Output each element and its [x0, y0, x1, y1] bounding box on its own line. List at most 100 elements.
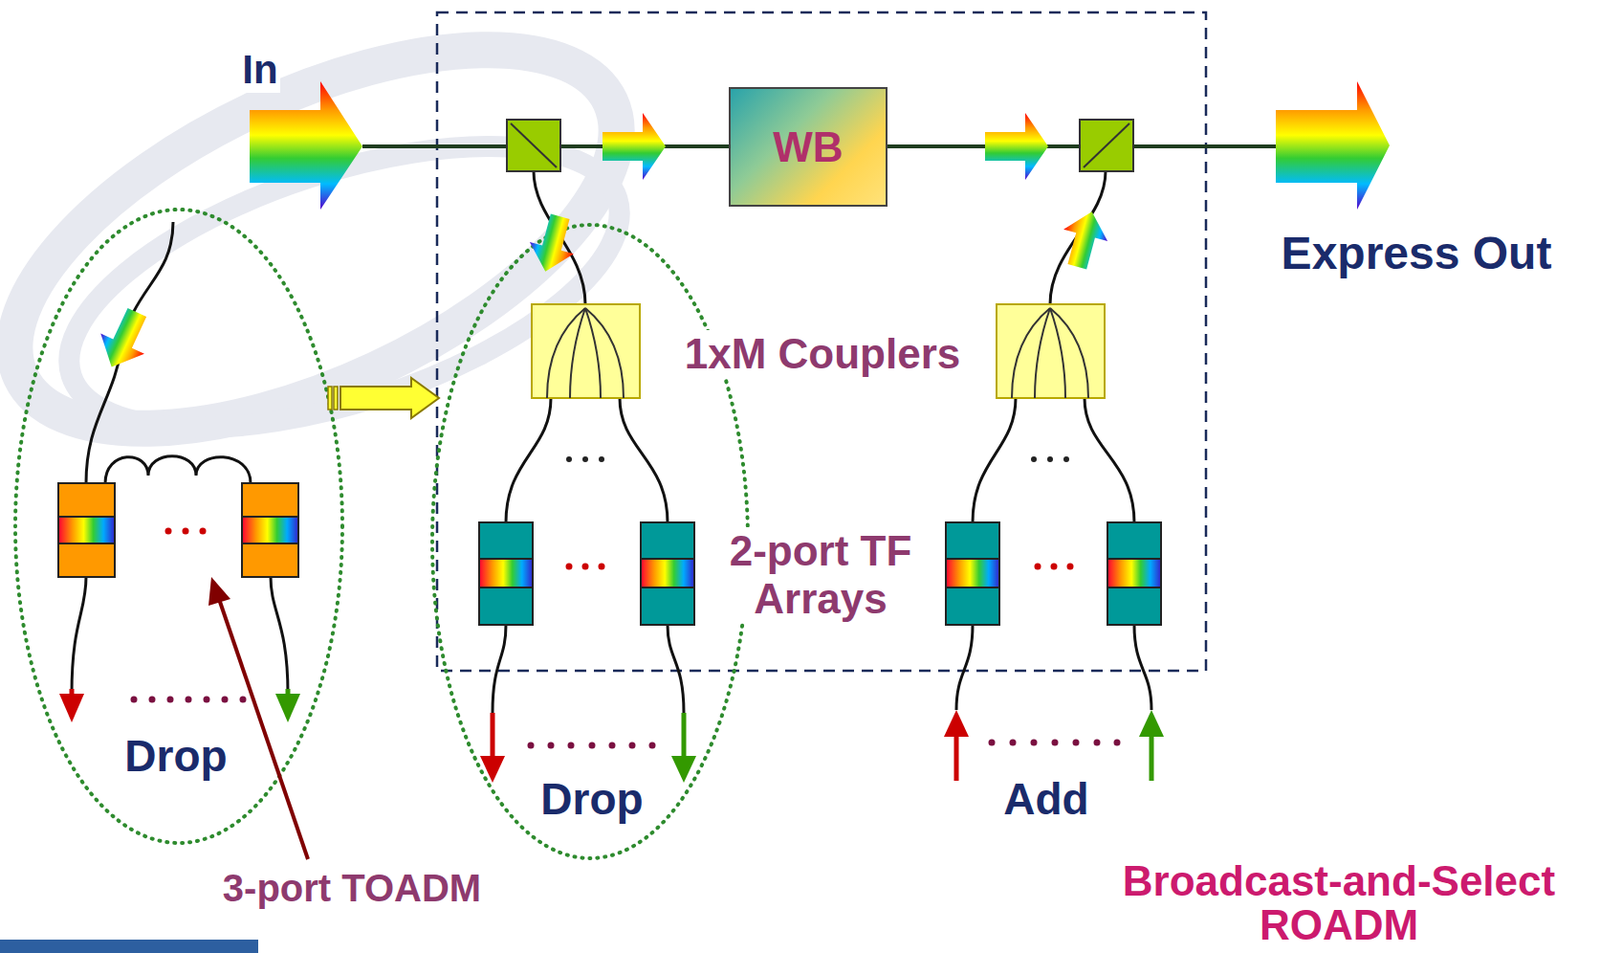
- dot: [149, 696, 156, 703]
- caption-label: Broadcast-and-Select ROADM: [1097, 858, 1580, 947]
- group-ellipse: [15, 209, 343, 843]
- dot: [1114, 739, 1121, 746]
- footer-bar: [0, 939, 259, 953]
- fiber: [71, 576, 87, 694]
- fiber: [505, 397, 551, 523]
- filter-band: [58, 516, 115, 544]
- fiber: [1134, 624, 1152, 710]
- coupler: [531, 304, 640, 398]
- dot: [203, 696, 211, 703]
- coupler: [996, 304, 1105, 398]
- dot: [1009, 739, 1017, 746]
- coupler-fan: [547, 307, 586, 398]
- arrowhead: [59, 693, 85, 723]
- dot: [589, 742, 596, 749]
- dot: [598, 563, 606, 570]
- splitter-mirror: [510, 123, 557, 168]
- dot: [629, 742, 636, 749]
- wdm-arrow: [523, 210, 582, 278]
- drop-arrow: [681, 712, 687, 758]
- coupler-fan: [569, 307, 586, 398]
- wdm-arrow: [1054, 205, 1114, 273]
- fiber: [972, 397, 1016, 523]
- port-label: Drop: [538, 773, 645, 825]
- coupler-box: [531, 304, 640, 398]
- wb-box: WB: [728, 87, 888, 207]
- arrowhead: [943, 709, 969, 737]
- pointer-arrow-tail: [333, 386, 338, 410]
- roadm-boundary: [437, 12, 1206, 671]
- coupler-fan: [1034, 307, 1051, 398]
- fiber-loop: [105, 456, 251, 483]
- dot: [598, 456, 605, 462]
- group-ellipse: [432, 224, 748, 858]
- filter: [479, 522, 533, 625]
- filter: [945, 522, 1000, 625]
- dot: [582, 456, 589, 462]
- wdm-arrow: [249, 81, 363, 210]
- wdm-arrow: [89, 302, 159, 377]
- dot: [199, 527, 207, 535]
- ellipsis-dots: [566, 456, 1070, 462]
- dot: [1067, 563, 1074, 570]
- add-arrow: [954, 734, 960, 781]
- dot: [568, 742, 575, 749]
- coupler-fan: [585, 307, 624, 398]
- fiber: [492, 624, 506, 713]
- ellipsis-dots: [131, 696, 1121, 749]
- pointer-arrow-tail: [328, 386, 332, 410]
- leader-line: [219, 598, 308, 859]
- dot: [566, 456, 572, 462]
- wdm-arrow: [1275, 81, 1390, 210]
- fiber: [1084, 397, 1135, 523]
- dot: [988, 739, 996, 746]
- coupler-box: [996, 304, 1105, 398]
- dot: [167, 696, 175, 703]
- port-label: In: [240, 46, 280, 93]
- dot: [131, 696, 138, 703]
- filter-band: [1107, 558, 1162, 588]
- fiber: [956, 624, 973, 710]
- toadm-filter: [241, 482, 299, 577]
- fiber: [86, 221, 174, 483]
- arrowhead: [671, 755, 697, 783]
- add-arrow: [1149, 734, 1155, 781]
- watermark-ring: [0, 0, 672, 507]
- wdm-arrow: [602, 112, 666, 180]
- component-label: 2-port TF Arrays: [711, 526, 930, 623]
- dot: [240, 696, 247, 703]
- dot: [1073, 739, 1080, 746]
- dot: [527, 742, 535, 749]
- filter: [640, 522, 695, 625]
- port-label: Add: [1001, 773, 1091, 825]
- splitter: [506, 119, 561, 172]
- dot: [165, 527, 173, 535]
- arrowhead: [275, 693, 301, 723]
- pointer-arrow: [340, 377, 439, 418]
- node-text: WB: [772, 123, 843, 172]
- dot: [609, 742, 616, 749]
- dot: [1052, 739, 1059, 746]
- dot: [582, 563, 590, 570]
- filter-band: [945, 558, 1000, 588]
- port-label: Express Out: [1279, 226, 1555, 280]
- fiber: [667, 624, 684, 713]
- dot: [547, 742, 555, 749]
- port-label: Drop: [122, 730, 229, 782]
- arrowhead: [480, 755, 505, 783]
- dot: [1030, 456, 1037, 462]
- dot: [649, 742, 657, 749]
- arrowhead: [1139, 709, 1164, 737]
- wdm-arrow: [985, 112, 1049, 180]
- dot: [1063, 456, 1070, 462]
- watermark: [0, 0, 672, 507]
- dot: [1047, 456, 1053, 462]
- dot: [182, 527, 190, 535]
- drop-arrow: [490, 712, 496, 758]
- coupler-fan: [1050, 307, 1089, 398]
- dot: [1034, 563, 1042, 570]
- fiber: [270, 576, 288, 694]
- dot: [221, 696, 229, 703]
